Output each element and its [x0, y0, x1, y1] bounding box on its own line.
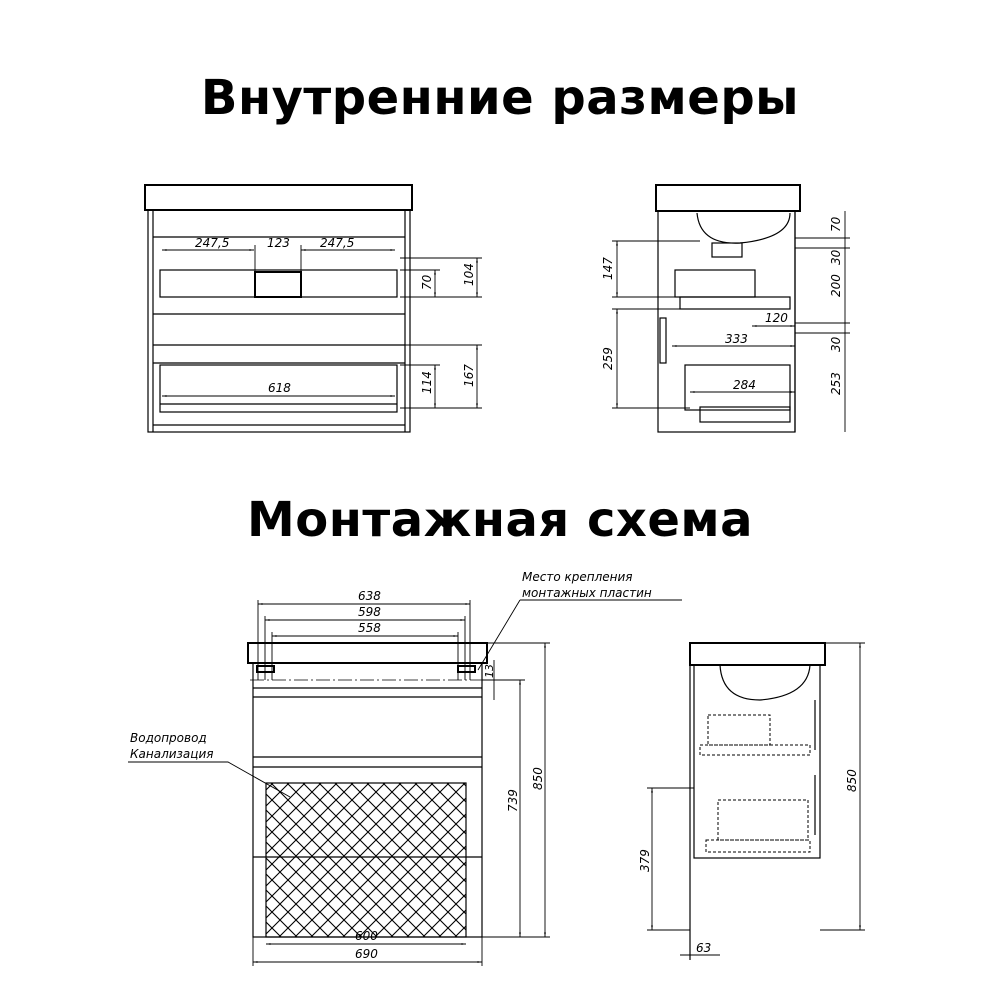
dim-r120: 120 — [765, 311, 788, 325]
note-pipes-line2: Канализация — [130, 747, 213, 761]
internal-side-view: 147 259 70 30 200 120 30 253 333 284 — [601, 184, 850, 433]
dim-13: 13 — [483, 664, 496, 678]
dim-r70: 70 — [829, 216, 843, 232]
dim-drawer1-outer: 104 — [462, 263, 476, 286]
dim-r253: 253 — [829, 372, 843, 395]
dim-drawer2-height: 114 — [420, 371, 434, 394]
dim-850: 850 — [531, 767, 545, 790]
note-pipes-line1: Водопровод — [130, 731, 207, 745]
dim-drawer2-outer: 167 — [462, 364, 476, 387]
dim-r200: 200 — [829, 274, 843, 297]
dim-side-850: 850 — [845, 769, 859, 792]
mounting-side-view: 850 379 63 — [638, 642, 865, 960]
dim-drawer2-width: 618 — [268, 381, 291, 395]
dim-558: 558 — [358, 621, 381, 635]
dim-739: 739 — [506, 789, 520, 812]
dim-left-width: 247,5 — [195, 236, 229, 250]
dim-r30b: 30 — [829, 336, 843, 352]
dim-center-width: 123 — [267, 236, 290, 250]
dim-depth1: 333 — [725, 332, 748, 346]
internal-front-view: 247,5 123 247,5 618 70 104 114 167 — [144, 184, 482, 433]
dim-side-63: 63 — [696, 941, 711, 955]
mounting-front-view: 638 598 558 13 739 850 600 690 Место кре… — [128, 570, 682, 966]
dim-638: 638 — [358, 589, 381, 603]
title-mounting-scheme: Монтажная схема — [246, 492, 754, 548]
note-plates-line2: монтажных пластин — [522, 586, 652, 600]
dim-lower-left: 259 — [601, 347, 615, 370]
title-internal-dimensions: Внутренние размеры — [200, 70, 800, 126]
note-plates-line1: Место крепления — [522, 570, 633, 584]
dim-side-379: 379 — [638, 849, 652, 872]
dim-r30a: 30 — [829, 249, 843, 265]
dim-598: 598 — [358, 605, 381, 619]
dim-600: 600 — [355, 929, 378, 943]
dim-depth2: 284 — [733, 378, 756, 392]
dim-right-width: 247,5 — [320, 236, 354, 250]
dim-upper-left: 147 — [601, 257, 615, 280]
dim-690: 690 — [355, 947, 378, 961]
dim-drawer1-height: 70 — [420, 274, 434, 290]
